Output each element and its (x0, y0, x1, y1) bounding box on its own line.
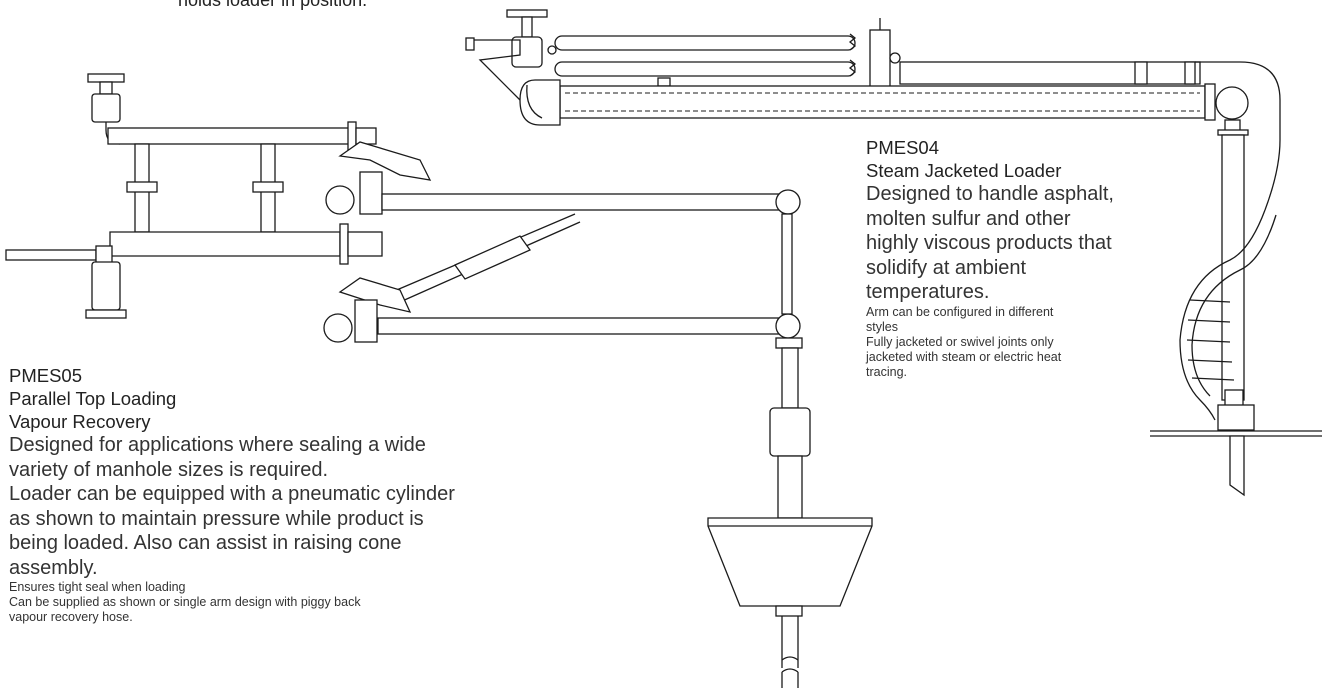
pmes04-body-line: molten sulfur and other (866, 207, 1071, 230)
pmes04-code: PMES04 (866, 137, 940, 158)
pmes05-body-line: variety of manhole sizes is required. (9, 458, 329, 481)
pmes05-body-line: assembly. (9, 556, 98, 579)
pmes05-top-handwheel (87, 73, 125, 83)
pmes05-upper-arm (381, 193, 783, 211)
pmes05-body-line: Designed for applications where sealing … (9, 434, 426, 456)
pmes04-riser (1221, 134, 1245, 401)
pmes04-loader-drawing (465, 9, 1322, 497)
pmes05-cone (707, 517, 873, 607)
pmes04-handwheel (506, 9, 548, 18)
top-caption-fragment: holds loader in position. (178, 0, 368, 10)
pmes04-body-line: solidify at ambient (866, 256, 1027, 279)
pmes05-title-line: Parallel Top Loading (9, 388, 177, 409)
pmes04-body-line: temperatures. (866, 281, 990, 303)
pmes04-swivel (1215, 86, 1249, 120)
pmes05-code: PMES05 (9, 365, 83, 386)
pmes04-note-line: Arm can be configured in different (866, 304, 1054, 319)
pmes04-hose (1179, 209, 1266, 421)
pmes05-text-block: PMES05 Parallel Top Loading Vapour Recov… (9, 364, 455, 625)
pmes05-body-line: Loader can be equipped with a pneumatic … (9, 483, 455, 505)
pmes05-body-line: being loaded. Also can assist in raising… (9, 532, 402, 554)
pmes04-note-line: tracing. (866, 364, 907, 379)
pmes05-body-line: as shown to maintain pressure while prod… (9, 507, 424, 530)
pmes04-upper-tube (554, 35, 856, 51)
pmes05-drop-pipe (781, 347, 799, 409)
pmes04-text-block: PMES04 Steam Jacketed Loader Designed to… (866, 136, 1114, 380)
pmes05-side-stub (5, 249, 97, 261)
pmes05-note-line: Ensures tight seal when loading (9, 580, 186, 594)
pmes04-body-line: highly viscous products that (866, 232, 1112, 254)
pmes05-title-line: Vapour Recovery (9, 411, 151, 432)
pmes05-note-line: vapour recovery hose. (9, 610, 133, 624)
pmes04-title: Steam Jacketed Loader (866, 160, 1062, 181)
pmes05-note-line: Can be supplied as shown or single arm d… (9, 595, 361, 609)
pmes05-lower-arm (377, 317, 783, 335)
pmes05-loader-drawing (5, 73, 873, 688)
pmes05-lower-counterweight (323, 313, 353, 343)
pmes04-note-line: styles (866, 319, 898, 334)
pmes04-body-line: Designed to handle asphalt, (866, 183, 1114, 205)
pmes04-note-line: Fully jacketed or swivel joints only (866, 334, 1054, 349)
pmes04-note-line: jacketed with steam or electric heat (866, 349, 1062, 364)
pmes04-jacketed-tube (559, 85, 1206, 119)
pmes05-upper-counterweight (325, 185, 355, 215)
